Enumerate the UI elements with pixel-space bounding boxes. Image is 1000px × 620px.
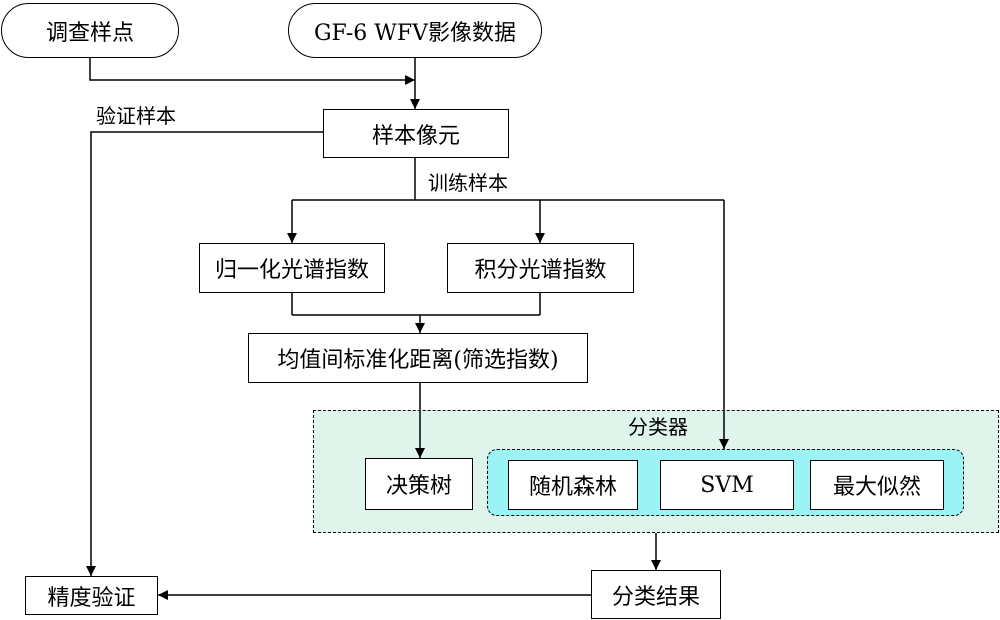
- sample-pixels-node: 样本像元: [323, 109, 509, 158]
- svm-node: SVM: [660, 460, 794, 510]
- training-samples-label: 训练样本: [428, 171, 508, 195]
- gf6-image-data-node: GF-6 WFV影像数据: [288, 3, 542, 58]
- max-likelihood-node: 最大似然: [810, 460, 944, 510]
- random-forest-node: 随机森林: [508, 460, 638, 510]
- integral-index-node: 积分光谱指数: [447, 243, 634, 293]
- arrow-validation-to-accuracy: [86, 131, 323, 576]
- accuracy-assessment-node: 精度验证: [25, 576, 158, 615]
- survey-points-node: 调查样点: [1, 3, 179, 58]
- arrow-survey-to-samples: [89, 52, 415, 85]
- ndsi-node: 归一化光谱指数: [199, 243, 385, 293]
- validation-samples-label: 验证样本: [96, 104, 176, 128]
- classification-result-node: 分类结果: [591, 570, 721, 619]
- decision-tree-node: 决策树: [365, 458, 473, 510]
- classifiers-label: 分类器: [628, 415, 688, 439]
- distance-node: 均值间标准化距离(筛选指数): [248, 333, 588, 383]
